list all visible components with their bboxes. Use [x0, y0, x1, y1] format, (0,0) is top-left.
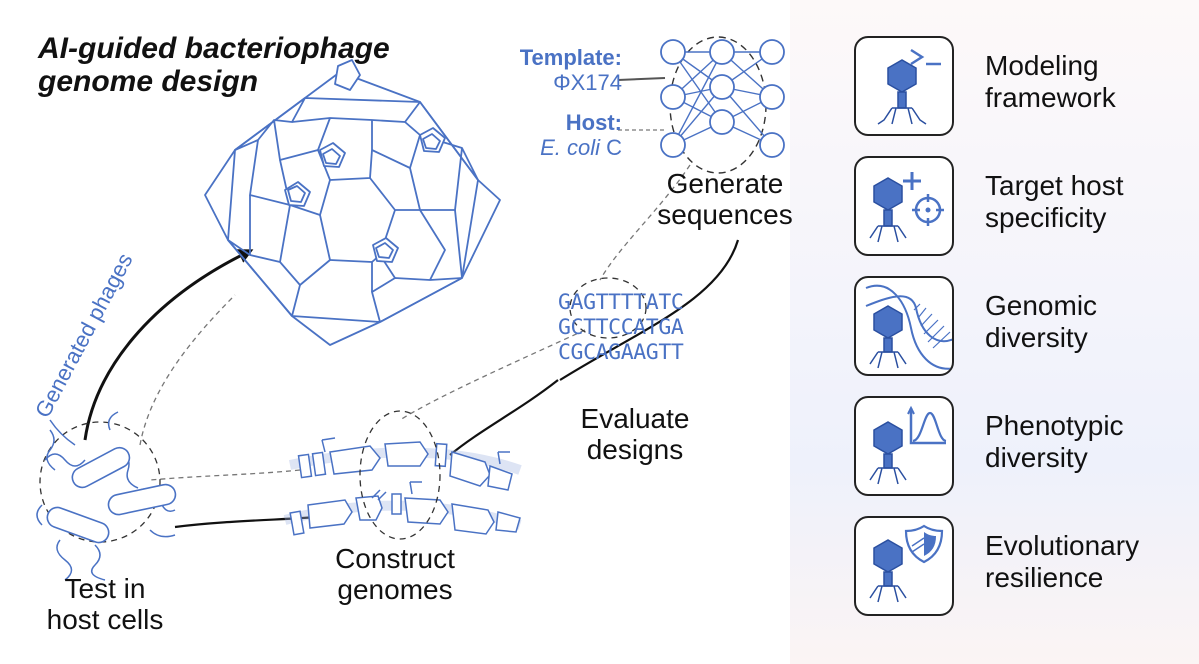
- title-line-2: genome design: [38, 65, 259, 98]
- template-label-block: Template: ΦX174: [470, 45, 622, 95]
- title-line-1: AI-guided bacteriophage: [38, 32, 390, 65]
- generated-phages-arrow: [83, 249, 254, 441]
- shield-icon: [854, 516, 954, 616]
- cycle-connectors: [83, 77, 740, 529]
- feature-label-line-2: framework: [985, 82, 1116, 113]
- feature-evolutionary-resilience: Evolutionary resilience: [854, 516, 1184, 620]
- template-connector: [617, 77, 666, 81]
- feature-label-line-2: specificity: [985, 202, 1107, 233]
- host-value-strain: C: [600, 135, 622, 160]
- feature-label-line-1: Modeling: [985, 50, 1099, 81]
- dashed-link-dna-genome: [399, 329, 586, 421]
- phage-capsid-illustration: [204, 59, 501, 346]
- evaluate-to-construct-path: [449, 379, 559, 456]
- host-cells-illustration: [36, 411, 177, 581]
- step-evaluate-line-2: designs: [586, 434, 684, 465]
- step-test-line-1: Test in: [64, 573, 146, 604]
- dna-sequence-1: GAGTTTTATC: [558, 290, 684, 315]
- step-test-line-2: host cells: [46, 604, 164, 635]
- neural-network-icon: [660, 36, 785, 174]
- feature-genomic-diversity: Genomic diversity: [854, 276, 1184, 380]
- step-construct-line-1: Construct: [335, 543, 455, 574]
- dashed-link-network-dna: [599, 164, 691, 281]
- feature-label-line-2: diversity: [985, 442, 1088, 473]
- step-generate-line-2: sequences: [657, 199, 793, 230]
- dashed-link-genome-cells: [149, 469, 301, 481]
- sequences-to-evaluate-path: [559, 239, 740, 381]
- template-label: Template:: [519, 45, 622, 70]
- dna-helix-icon: [854, 276, 954, 376]
- dashed-link-cells-capsid: [139, 294, 236, 446]
- genome-construct-illustration: [283, 410, 522, 540]
- template-value: ΦX174: [553, 70, 622, 95]
- feature-genomic-text: Genomic diversity: [985, 290, 1097, 354]
- feature-target-text: Target host specificity: [985, 170, 1124, 234]
- feature-label-line-1: Target host: [985, 170, 1124, 201]
- feature-target-host-specificity: Target host specificity: [854, 156, 1184, 260]
- feature-label-line-1: Phenotypic: [985, 410, 1124, 441]
- growth-curve-icon: [854, 396, 954, 496]
- dna-sequence-3: CGCAGAAGTT: [558, 340, 684, 365]
- host-label-block: Host: E. coli C: [470, 110, 622, 160]
- feature-evolutionary-text: Evolutionary resilience: [985, 530, 1139, 594]
- step-test-host-cells: Test in host cells: [20, 573, 190, 635]
- target-host-icon: [854, 156, 954, 256]
- feature-label-line-1: Genomic: [985, 290, 1098, 321]
- feature-label-line-1: Evolutionary: [985, 530, 1140, 561]
- dna-highlight-ellipse: [569, 277, 647, 339]
- step-generate-sequences: Generate sequences: [635, 168, 815, 230]
- design-cycle-diagram: [36, 36, 785, 581]
- diagram-title: AI-guided bacteriophage genome design: [38, 32, 390, 98]
- feature-label-line-2: diversity: [985, 322, 1088, 353]
- step-generate-line-1: Generate: [666, 168, 784, 199]
- step-evaluate-line-1: Evaluate: [580, 403, 690, 434]
- step-construct-genomes: Construct genomes: [305, 543, 485, 605]
- feature-label-line-2: resilience: [985, 562, 1104, 593]
- feature-list: Modeling framework Target host specifici…: [854, 36, 1184, 636]
- step-evaluate-designs: Evaluate designs: [560, 403, 710, 465]
- host-value-species: E. coli: [540, 135, 600, 160]
- feature-modeling-framework: Modeling framework: [854, 36, 1184, 140]
- host-label: Host:: [565, 110, 622, 135]
- feature-phenotypic-diversity: Phenotypic diversity: [854, 396, 1184, 500]
- dna-sequence-2: GCTTCCATGA: [558, 315, 684, 340]
- modeling-terminal-icon: [854, 36, 954, 136]
- feature-modeling-text: Modeling framework: [985, 50, 1116, 114]
- dna-sequences: GAGTTTTATC GCTTCCATGA CGCAGAAGTT: [558, 290, 684, 365]
- feature-phenotypic-text: Phenotypic diversity: [985, 410, 1124, 474]
- step-construct-line-2: genomes: [337, 574, 453, 605]
